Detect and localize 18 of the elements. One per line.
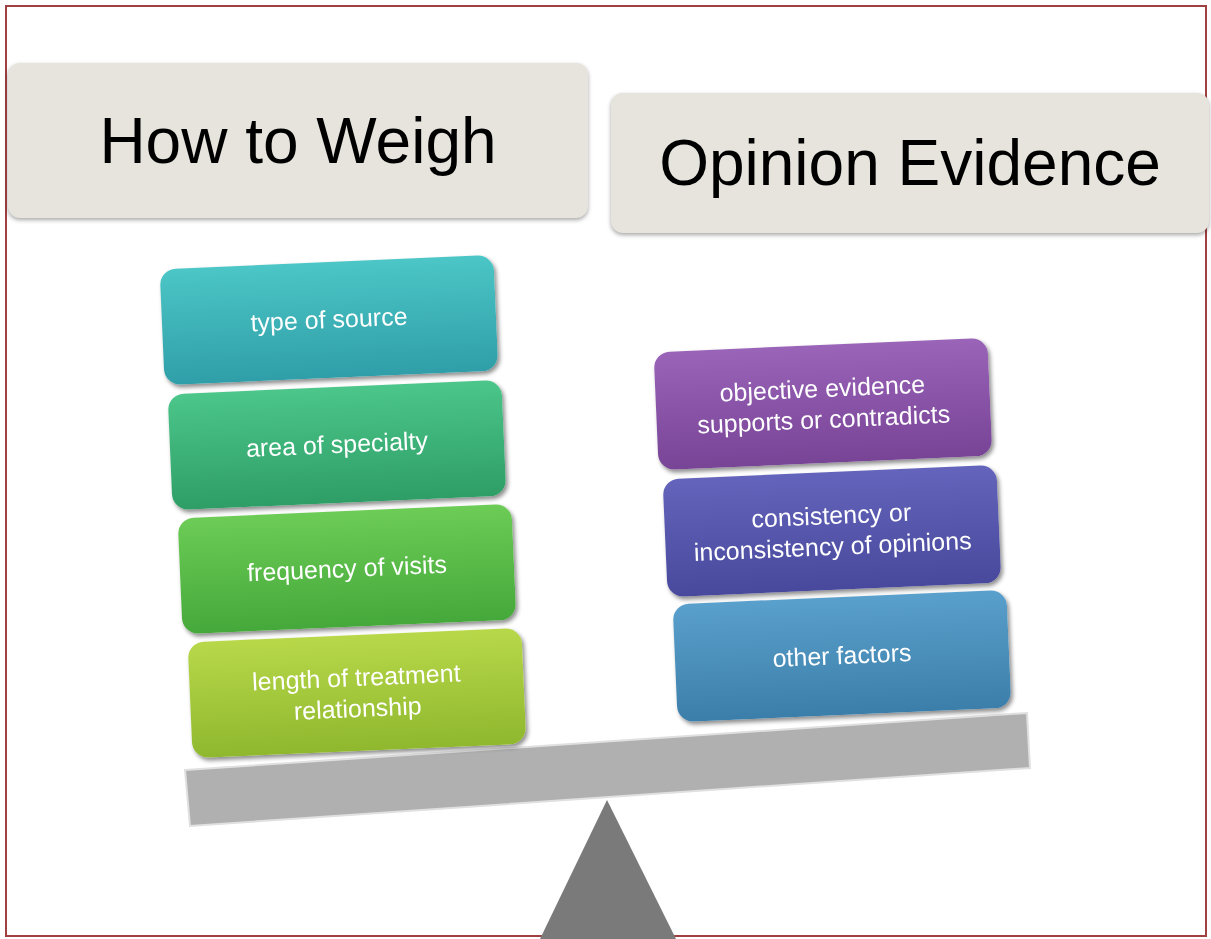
factor-label: objective evidence supports or contradicts (695, 368, 952, 441)
factor-label: other factors (771, 637, 913, 675)
heading-text: How to Weigh (99, 103, 497, 179)
factor-block (187, 627, 527, 759)
heading-box (611, 93, 1209, 233)
factor-block (167, 379, 507, 511)
factor-label: type of source (249, 300, 409, 339)
factor-label: consistency or inconsistency of opinions (692, 496, 974, 569)
factor-block (177, 503, 517, 635)
factor-label: length of treatment relationship (250, 657, 463, 727)
factor-block (662, 464, 1002, 598)
heading-box (8, 63, 588, 218)
heading-text: Opinion Evidence (659, 126, 1161, 201)
factor-label: area of specialty (245, 425, 429, 465)
factor-block (159, 254, 499, 386)
factor-block (672, 589, 1012, 723)
factor-label: frequency of visits (246, 549, 448, 589)
factor-block (653, 337, 993, 471)
